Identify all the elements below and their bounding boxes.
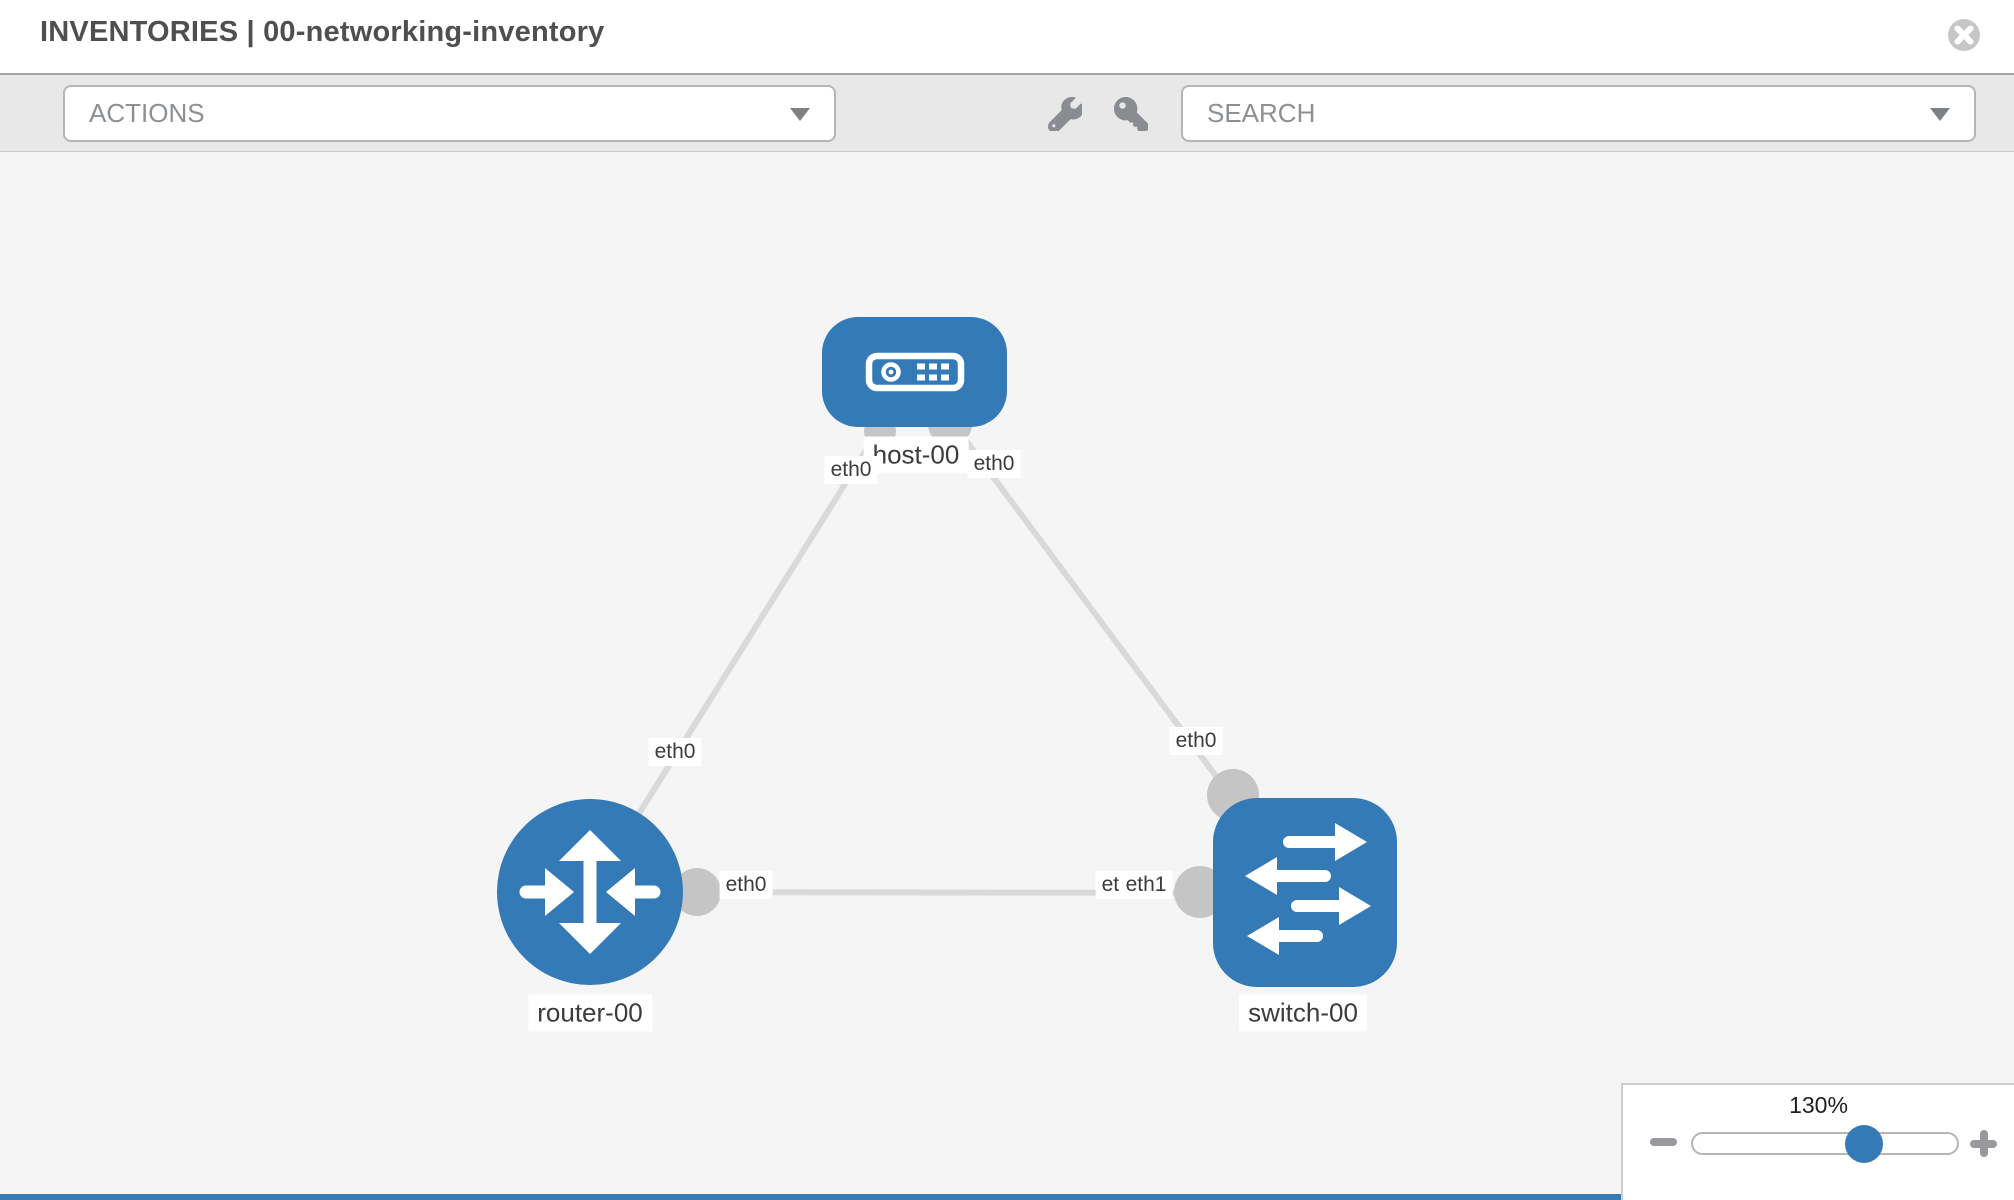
- router-icon: [519, 830, 661, 954]
- interface-label-host-eth0-right: eth0: [967, 450, 1021, 478]
- x-circle-icon: [1948, 19, 1980, 51]
- toolbar: ACTIONS SEARCH: [0, 73, 2014, 152]
- page-title: INVENTORIES | 00-networking-inventory: [40, 16, 605, 48]
- chevron-down-icon: [1930, 107, 1950, 121]
- actions-select[interactable]: ACTIONS: [63, 85, 836, 142]
- plus-icon: [1979, 1130, 1988, 1157]
- actions-select-value: ACTIONS: [89, 98, 205, 128]
- node-label-router: router-00: [528, 994, 652, 1032]
- zoom-panel: 130%: [1621, 1083, 2014, 1200]
- zoom-level: 130%: [1789, 1092, 1848, 1118]
- zoom-slider-handle[interactable]: [1845, 1125, 1883, 1163]
- switch-icon: [1245, 823, 1371, 955]
- zoom-in-button[interactable]: [1970, 1130, 1997, 1157]
- node-label-host: host-00: [863, 436, 969, 474]
- interface-label-router-eth0: eth0: [719, 871, 773, 899]
- wrench-icon: [1048, 97, 1084, 133]
- node-host-00[interactable]: [822, 317, 1007, 427]
- footer-accent-bar: [0, 1194, 1621, 1200]
- search-select-value: SEARCH: [1207, 98, 1316, 128]
- node-router-00[interactable]: [497, 799, 683, 985]
- zoom-out-button[interactable]: [1650, 1138, 1677, 1146]
- key-icon: [1114, 97, 1148, 131]
- node-label-switch: switch-00: [1239, 994, 1367, 1032]
- interface-dot-router-eth0[interactable]: [673, 868, 721, 916]
- interface-label-switch-eth0: eth0: [1169, 727, 1223, 755]
- close-button[interactable]: [1946, 17, 1982, 53]
- interface-label-router-eth0-uplink: eth0: [648, 738, 702, 766]
- chevron-down-icon: [790, 107, 810, 121]
- key-tool-button[interactable]: [1114, 97, 1148, 131]
- wrench-tool-button[interactable]: [1048, 97, 1084, 133]
- interface-label-switch-eth1: eth1: [1119, 871, 1173, 899]
- node-switch-00[interactable]: [1213, 798, 1397, 987]
- host-icon: [865, 352, 964, 392]
- interface-label-host-eth0-left: eth0: [824, 456, 878, 484]
- topology-canvas[interactable]: host-00 router-00 switch-00 eth0 eth0 et…: [0, 152, 2014, 1200]
- zoom-slider-track[interactable]: [1691, 1132, 1959, 1155]
- page-header: INVENTORIES | 00-networking-inventory: [0, 0, 2014, 73]
- search-select[interactable]: SEARCH: [1181, 85, 1976, 142]
- topology-links-layer: [587, 370, 1306, 918]
